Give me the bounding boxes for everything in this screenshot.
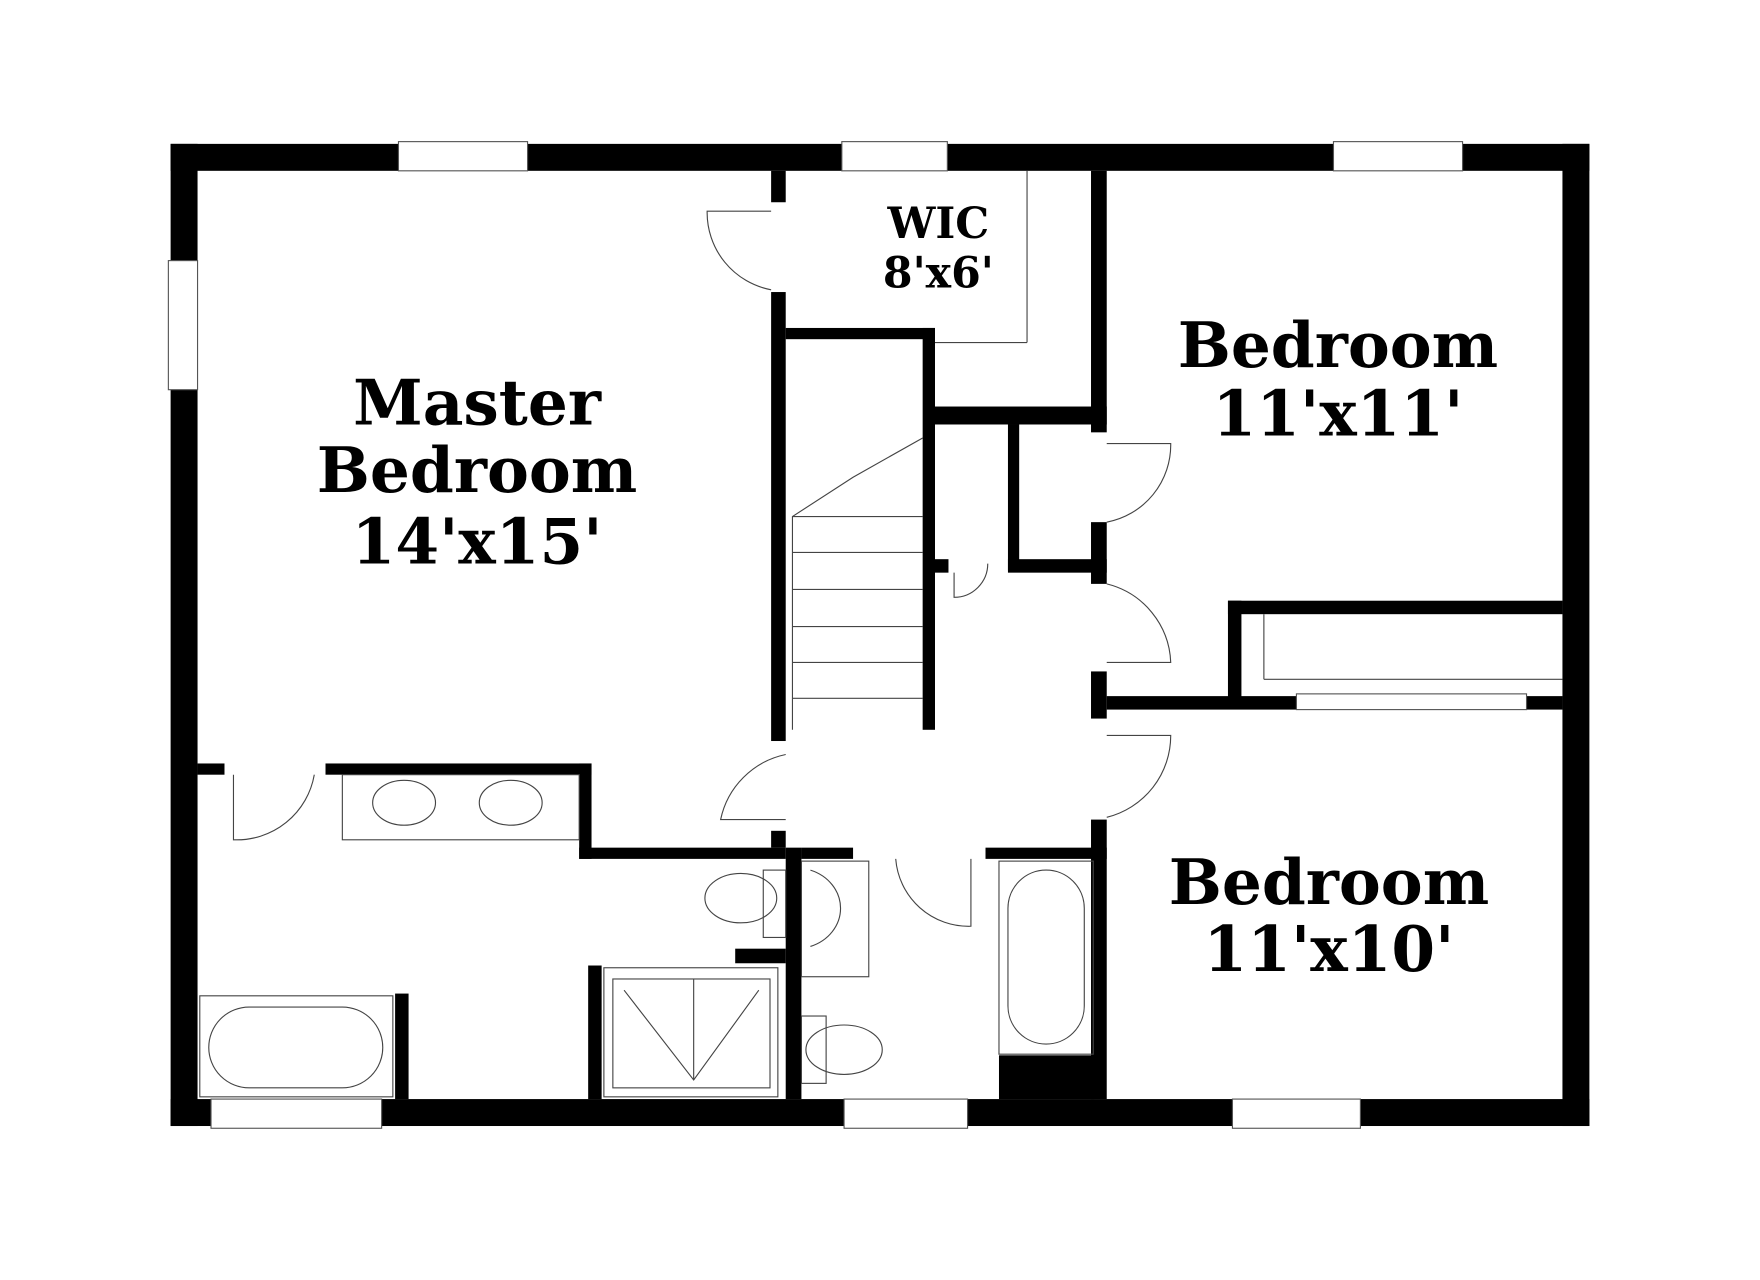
bathtub-icon — [1007, 869, 1085, 1045]
sink-icon — [478, 779, 543, 826]
toilet-icon — [704, 872, 778, 924]
sink-icon — [372, 779, 437, 826]
master-bedroom-size: 14'x15' — [352, 505, 603, 579]
bathtub-icon — [208, 1006, 384, 1089]
stairs — [791, 437, 923, 730]
master-bedroom-label: Master — [353, 365, 602, 439]
interior-walls — [197, 170, 1563, 1100]
master-bedroom-label-2: Bedroom — [317, 433, 637, 507]
bedroom-ne-label: Bedroom — [1178, 308, 1498, 382]
shower-icon — [612, 978, 771, 1089]
sink-icon — [810, 869, 842, 947]
doors — [232, 170, 1172, 927]
room-labels: Master Bedroom 14'x15' WIC 8'x6' Bedroom… — [317, 199, 1498, 986]
bedroom-ne-size: 11'x11' — [1213, 377, 1464, 451]
bedroom-se-size: 11'x10' — [1204, 912, 1455, 986]
windows — [167, 141, 1563, 1129]
wic-label: WIC — [886, 199, 989, 249]
wic-size: 8'x6' — [883, 249, 994, 299]
bathroom-fixtures — [199, 774, 1094, 1098]
toilet-icon — [805, 1024, 883, 1075]
bedroom-se-label: Bedroom — [1169, 845, 1489, 919]
